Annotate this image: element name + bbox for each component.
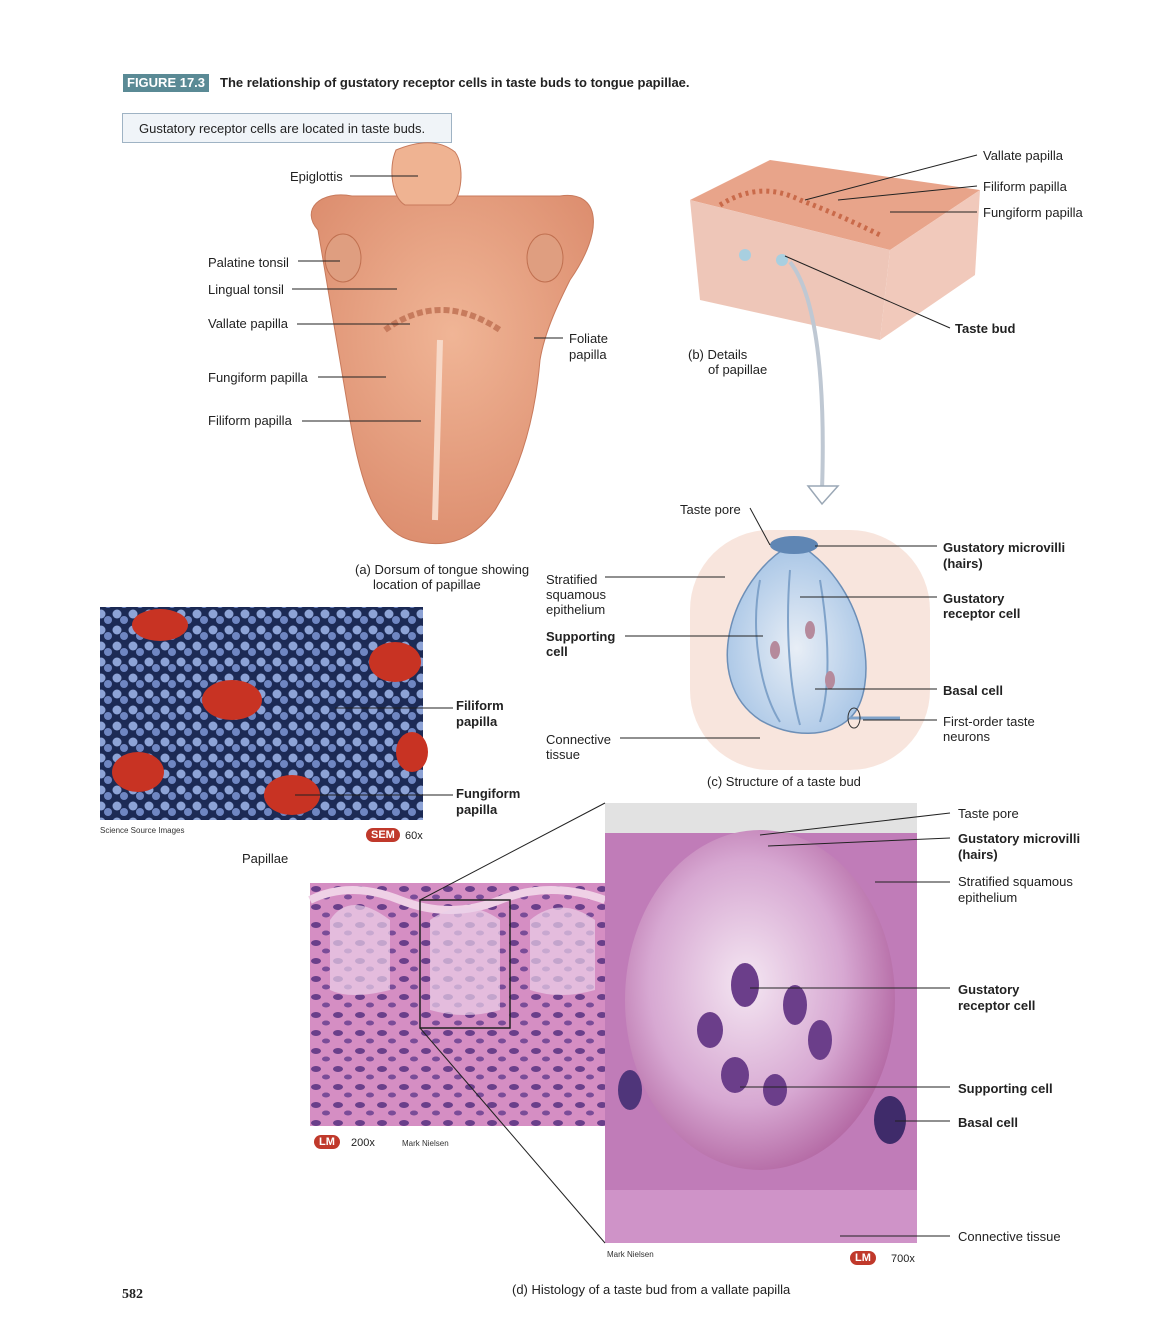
figure-title: The relationship of gustatory receptor c… <box>220 75 690 90</box>
arrow-head <box>806 485 840 506</box>
label-gustatory-microvilli-c1: Gustatory microvilli <box>943 540 1066 555</box>
page-number: 582 <box>122 1287 143 1302</box>
label-fungiform-papilla-a: Fungiform papilla <box>208 370 308 385</box>
label-supporting-cell-d: Supporting cell <box>958 1081 1053 1096</box>
label-gustatory-microvilli-d1: Gustatory microvilli <box>958 831 1081 846</box>
label-filiform-papilla-b: Filiform papilla <box>983 179 1067 194</box>
label-vallate-papilla-b: Vallate papilla <box>983 148 1063 163</box>
label-palatine-tonsil: Palatine tonsil <box>208 255 289 270</box>
tongue-illustration <box>310 142 594 545</box>
mag-lm-200: 200x <box>351 1137 375 1149</box>
leader-lines-a <box>292 175 563 422</box>
label-filiform-papilla-a: Filiform papilla <box>208 413 292 428</box>
label-supporting-c1: Supporting <box>546 629 616 644</box>
label-sem-filiform-2: papilla <box>456 714 498 729</box>
lm-700x-micrograph <box>605 803 917 1243</box>
mag-sem: 60x <box>405 830 423 842</box>
caption-a-line2: location of papillae <box>373 577 481 592</box>
caption-c: (c) Structure of a taste bud <box>707 774 861 789</box>
label-foliate-papilla-1: Foliate <box>569 331 609 346</box>
label-stratified-c1: Stratified <box>546 572 598 587</box>
badge-lm-700: LM <box>850 1251 876 1265</box>
label-stratified-d1: Stratified squamous <box>958 874 1073 889</box>
label-gustatory-receptor-c1: Gustatory <box>943 591 1005 606</box>
credit-lm-200: Mark Nielsen <box>402 1139 449 1148</box>
label-sem-fungiform-2: papilla <box>456 802 498 817</box>
label-neurons-1: First-order taste <box>943 714 1035 729</box>
caption-a-line1: (a) Dorsum of tongue showing <box>355 562 530 577</box>
label-taste-bud: Taste bud <box>955 321 1016 336</box>
label-gustatory-receptor-d2: receptor cell <box>958 998 1036 1013</box>
label-gustatory-receptor-d1: Gustatory <box>958 982 1020 997</box>
label-connective-c1: Connective <box>546 732 612 747</box>
label-neurons-2: neurons <box>943 729 990 744</box>
badge-lm-200: LM <box>314 1135 340 1149</box>
label-vallate-papilla-a: Vallate papilla <box>208 316 288 331</box>
mag-lm-700: 700x <box>891 1253 915 1265</box>
label-gustatory-receptor-c2: receptor cell <box>943 606 1021 621</box>
label-fungiform-papilla-b: Fungiform papilla <box>983 205 1083 220</box>
badge-sem: SEM <box>366 828 400 842</box>
credit-lm-700: Mark Nielsen <box>607 1250 654 1259</box>
label-gustatory-microvilli-d2: (hairs) <box>958 847 998 862</box>
label-basal-cell-c: Basal cell <box>943 683 1003 698</box>
label-stratified-d2: epithelium <box>958 890 1018 905</box>
label-supporting-c2: cell <box>546 644 568 659</box>
label-gustatory-microvilli-c2: (hairs) <box>943 556 983 571</box>
taste-bud-illustration <box>690 530 930 770</box>
label-sem-fungiform-1: Fungiform <box>456 786 521 801</box>
label-basal-cell-d: Basal cell <box>958 1115 1018 1130</box>
label-taste-pore-d: Taste pore <box>958 806 1019 821</box>
label-connective-tissue-d: Connective tissue <box>958 1229 1061 1244</box>
caption-b-line2: of papillae <box>708 362 768 377</box>
caption-papillae: Papillae <box>242 851 289 866</box>
credit-sem: Science Source Images <box>100 826 185 835</box>
label-connective-c2: tissue <box>546 747 580 762</box>
label-sem-filiform-1: Filiform <box>456 698 504 713</box>
label-taste-pore-c: Taste pore <box>680 502 741 517</box>
label-foliate-papilla-2: papilla <box>569 347 607 362</box>
caption-b-line1: (b) Details <box>688 347 748 362</box>
figure-tag: FIGURE 17.3 <box>123 74 210 92</box>
label-stratified-c2: squamous <box>546 587 606 602</box>
label-epiglottis: Epiglottis <box>290 169 343 184</box>
papillae-block-illustration <box>690 160 980 340</box>
label-stratified-c3: epithelium <box>546 602 606 617</box>
sem-micrograph <box>100 607 428 820</box>
lm-200x-micrograph <box>308 883 607 1126</box>
figure-subtitle: Gustatory receptor cells are located in … <box>122 113 452 143</box>
arrow-shaft <box>788 260 825 491</box>
caption-d: (d) Histology of a taste bud from a vall… <box>512 1282 791 1297</box>
label-lingual-tonsil: Lingual tonsil <box>208 282 284 297</box>
